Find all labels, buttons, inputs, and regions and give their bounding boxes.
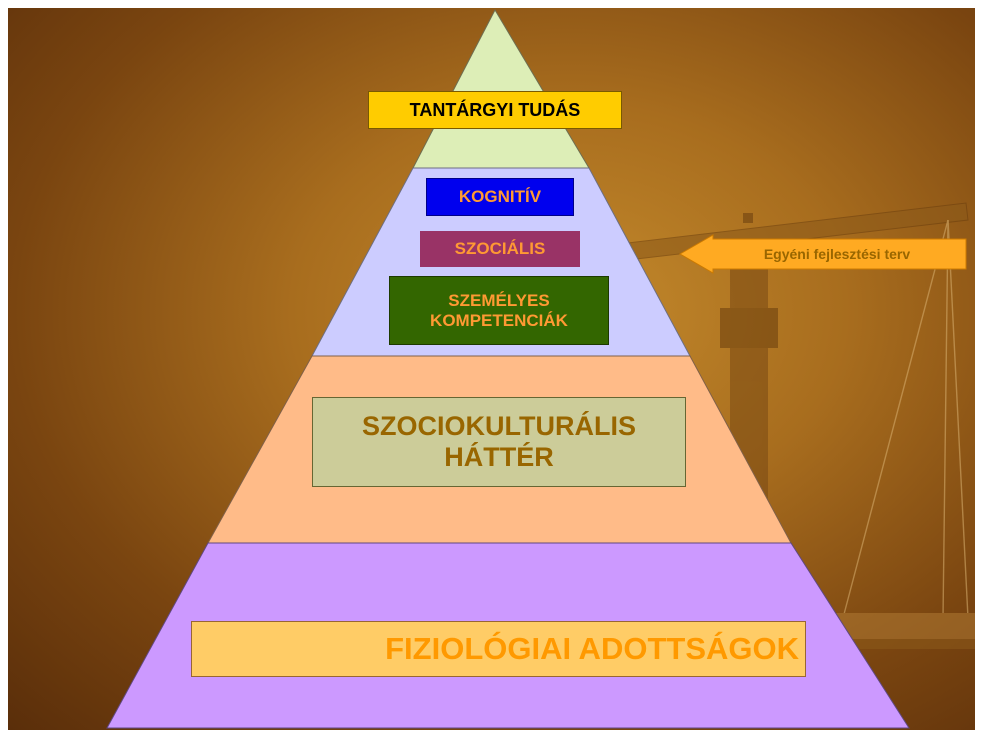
label-text-line1: SZOCIOKULTURÁLIS bbox=[362, 410, 636, 441]
callout-text: Egyéni fejlesztési terv bbox=[763, 246, 911, 262]
label-text: FIZIOLÓGIAI ADOTTSÁGOK bbox=[385, 631, 799, 667]
label-tantargyi-tudas: TANTÁRGYI TUDÁS bbox=[368, 91, 622, 129]
label-szemelyes-kompetenciak: SZEMÉLYES KOMPETENCIÁK bbox=[389, 276, 609, 345]
label-szociokulturalis-hatter: SZOCIOKULTURÁLIS HÁTTÉR bbox=[312, 397, 686, 487]
label-text: TANTÁRGYI TUDÁS bbox=[409, 99, 581, 120]
slide: TANTÁRGYI TUDÁS KOGNITÍV SZOCIÁLIS SZEMÉ… bbox=[8, 8, 975, 730]
label-text: KOGNITÍV bbox=[458, 187, 542, 207]
label-text: SZOCIÁLIS bbox=[454, 239, 546, 259]
label-fiziologiai-adottsagok: FIZIOLÓGIAI ADOTTSÁGOK bbox=[191, 621, 806, 677]
label-szocialis: SZOCIÁLIS bbox=[420, 231, 580, 267]
label-text-line2: HÁTTÉR bbox=[444, 442, 554, 472]
label-text-line1: SZEMÉLYES bbox=[448, 290, 550, 310]
callout-arrow bbox=[678, 234, 967, 274]
pyramid-tier-1 bbox=[412, 8, 590, 169]
label-text-line2: KOMPETENCIÁK bbox=[430, 310, 568, 330]
label-kognitiv: KOGNITÍV bbox=[426, 178, 574, 216]
